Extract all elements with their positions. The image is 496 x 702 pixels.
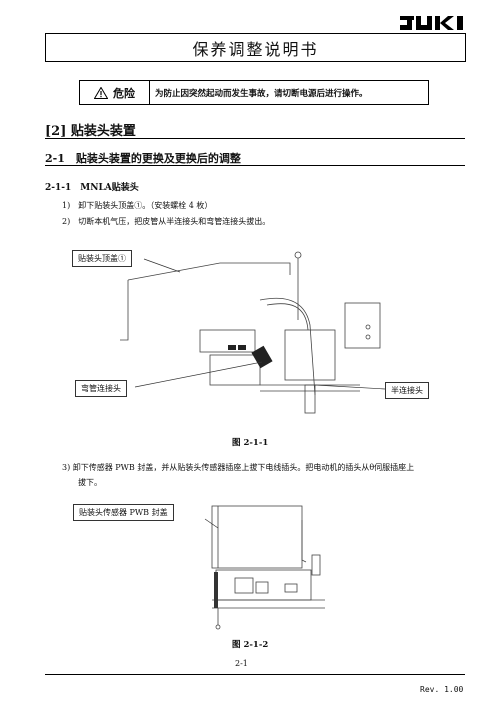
subsection-rule: [45, 165, 465, 166]
subsection-title: 2-1 贴装头装置的更换及更换后的调整: [45, 152, 241, 165]
juki-logo: [398, 14, 468, 32]
figure-1-drawing: [120, 251, 381, 414]
page-number: 2-1: [235, 659, 248, 668]
warning-triangle-icon: [94, 86, 108, 99]
step-2: 2) 切断本机气压，把皮管从半连接头和弯管连接头拔出。: [62, 217, 271, 226]
callout-elbow-connector: 弯管连接头: [75, 380, 127, 397]
figure-2-caption: 图 2-1-2: [232, 640, 269, 650]
danger-text: 为防止因突然起动而发生事故，请切断电源后进行操作。: [155, 88, 368, 99]
step-3-continued: 拔下。: [78, 478, 102, 487]
callout-half-connector: 半连接头: [385, 382, 429, 399]
step-3: 3) 卸下传感器 PWB 封盖，并从贴装头传感器插座上拔下电线插头。把电动机的插…: [62, 463, 415, 472]
danger-label-cell: 危险: [80, 81, 150, 104]
figure-1-caption: 图 2-1-1: [232, 438, 269, 448]
figure-2-drawing: [211, 505, 325, 630]
callout-head-top-cover: 贴装头顶盖①: [72, 250, 132, 267]
danger-label: 危险: [113, 86, 135, 100]
step-1: 1) 卸下贴装头顶盖①。（安装螺栓 4 枚）: [62, 201, 213, 210]
subsubsection-title: 2-1-1 MNLA贴装头: [45, 183, 139, 193]
danger-notice: 危险 为防止因突然起动而发生事故，请切断电源后进行操作。: [79, 80, 429, 105]
callout-sensor-pwb-cover: 贴装头传感器 PWB 封盖: [73, 504, 174, 521]
section-rule: [45, 138, 465, 139]
section-title: [2] 贴装头装置: [45, 124, 136, 139]
footer-rule: [45, 674, 465, 675]
revision-label: Rev. 1.00: [420, 685, 464, 694]
page-title: 保养调整说明书: [45, 33, 466, 62]
